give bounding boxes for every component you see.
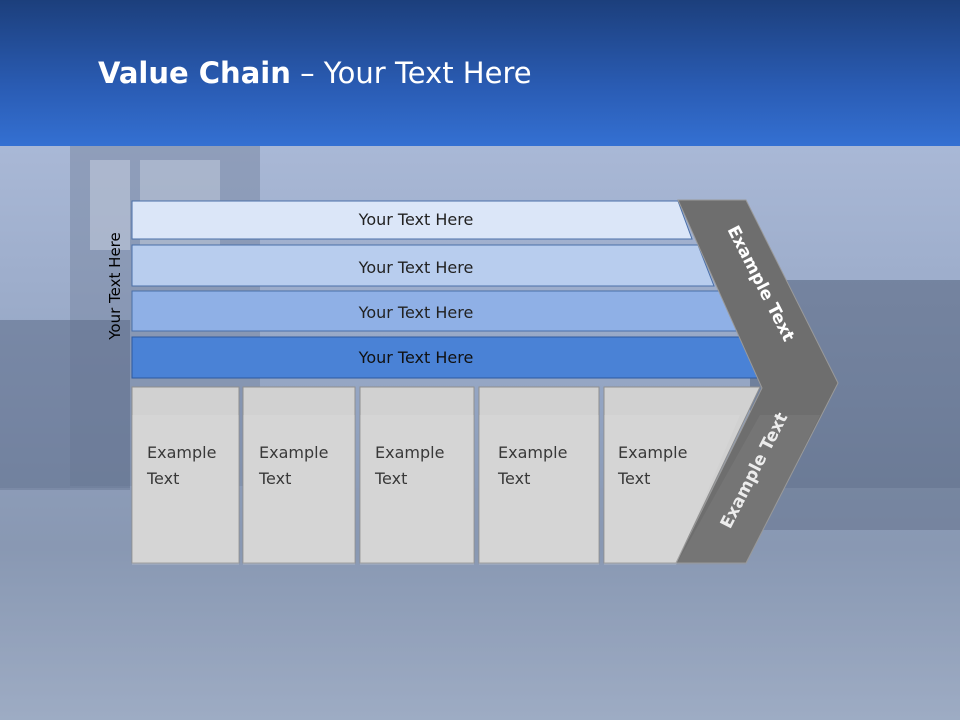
slide-title: Value Chain – Your Text Here [98,56,532,90]
support-row-2: Your Text Here [131,244,715,287]
support-row-1: Your Text Here [131,200,693,240]
support-row-4: Your Text Here [131,336,764,379]
support-activities: Your Text Here Your Text Here Your Text … [131,200,764,379]
primary-col-line1: Example [618,443,687,462]
primary-col-line1: Example [259,443,328,462]
primary-col-line1: Example [147,443,216,462]
primary-col-line2: Text [258,469,291,488]
primary-col-1: Example Text [131,386,240,564]
primary-col-line1: Example [498,443,567,462]
primary-col-line1: Example [375,443,444,462]
primary-col-line2: Text [146,469,179,488]
header-band [0,0,960,146]
support-axis-label: Your Text Here [106,232,124,340]
title-rest: – Your Text Here [290,56,532,90]
support-row-label: Your Text Here [358,303,474,322]
support-row-label: Your Text Here [358,348,474,367]
primary-col-3: Example Text [359,386,475,564]
primary-col-2: Example Text [242,386,356,564]
primary-col-line2: Text [374,469,407,488]
support-row-label: Your Text Here [358,210,474,229]
primary-col-line2: Text [497,469,530,488]
primary-activities: Example Text Example Text Example Text E… [131,386,761,564]
support-row-3: Your Text Here [131,290,740,332]
title-bold: Value Chain [98,56,291,90]
primary-col-4: Example Text [478,386,600,564]
primary-col-5: Example Text [603,386,761,564]
support-row-label: Your Text Here [358,258,474,277]
primary-col-line2: Text [617,469,650,488]
